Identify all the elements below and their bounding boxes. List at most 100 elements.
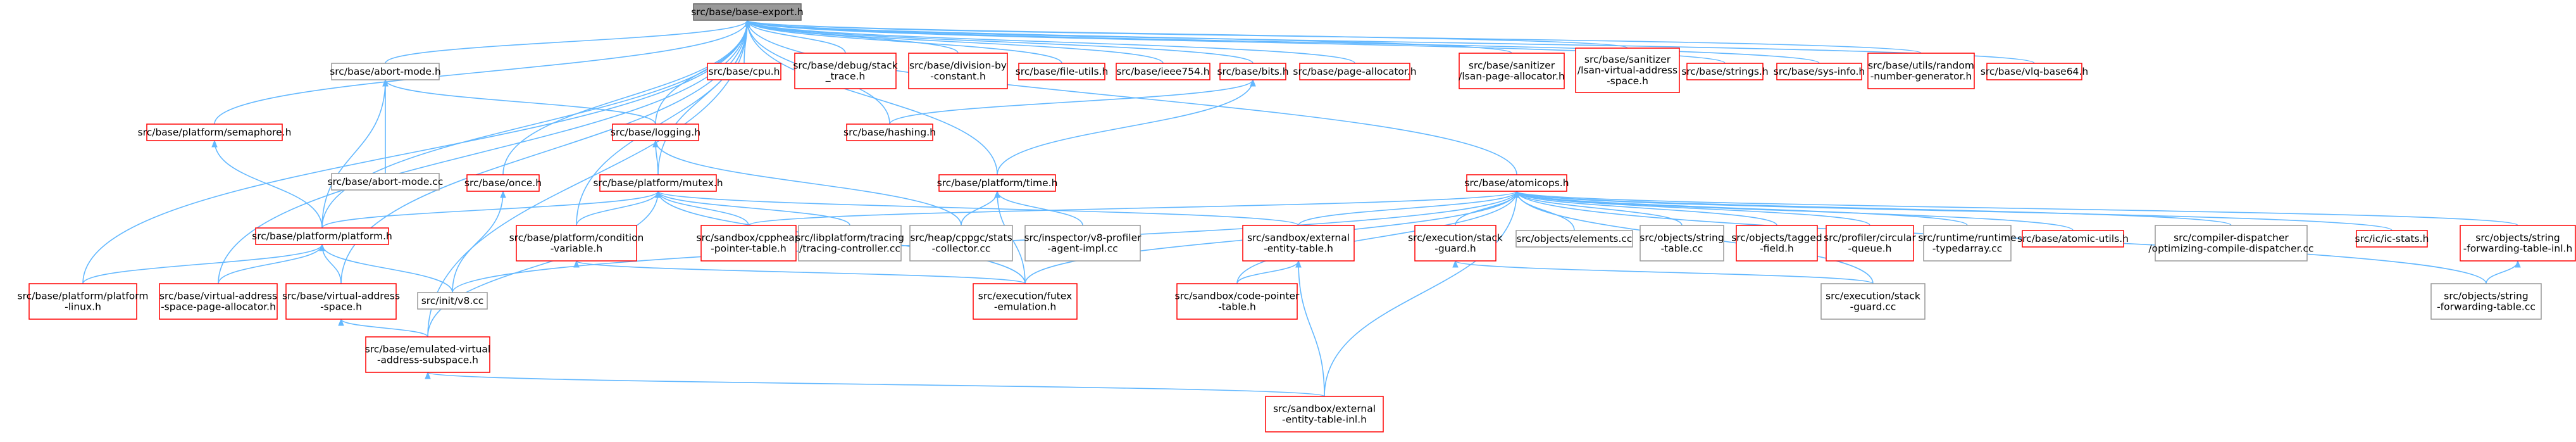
file-node-label: src/base/division-by <box>909 60 1007 72</box>
file-node[interactable]: src/base/platform/time.h <box>937 174 1058 192</box>
file-node[interactable]: src/base/virtual-address-space.h <box>282 283 400 320</box>
file-node[interactable]: src/execution/futex-emulation.h <box>973 283 1078 320</box>
file-node[interactable]: src/base/once.h <box>464 174 542 192</box>
file-node-label: src/base/platform/semaphore.h <box>138 127 292 138</box>
file-node[interactable]: src/base/sanitizer/lsan-page-allocator.h <box>1459 53 1565 89</box>
file-node[interactable]: src/base/cpu.h <box>707 63 781 80</box>
file-node[interactable]: src/base/platform/platform.h <box>252 227 392 245</box>
file-node-label: -guard.cc <box>1850 301 1896 313</box>
file-node-label: src/base/atomic-utils.h <box>2017 233 2129 244</box>
dependency-edge <box>1236 260 1302 284</box>
file-node-label: src/base/platform/condition <box>509 232 644 244</box>
file-node[interactable]: src/base/emulated-virtual-address-subspa… <box>365 336 490 373</box>
file-node-label: src/execution/stack <box>1408 232 1503 244</box>
dependency-edge <box>1514 190 2392 231</box>
file-node-label: -space.h <box>1607 75 1648 87</box>
file-node-label: src/sandbox/external <box>1273 403 1376 415</box>
file-node-label: -forwarding-table-inl.h <box>2463 243 2573 255</box>
file-node[interactable]: src/base/hashing.h <box>843 123 936 141</box>
file-node[interactable]: src/ic/ic-stats.h <box>2355 230 2429 248</box>
file-node[interactable]: src/base/debug/stack_trace.h <box>793 53 898 89</box>
file-node-label: /tracing-controller.cc <box>799 243 900 255</box>
file-node-label: /lsan-page-allocator.h <box>1459 71 1565 82</box>
file-node[interactable]: src/heap/cppgc/stats-collector.cc <box>909 225 1013 262</box>
dependency-edge <box>338 318 428 338</box>
file-node-label: src/objects/tagged <box>1731 232 1822 244</box>
file-node[interactable]: src/base/file-utils.h <box>1016 63 1109 80</box>
file-node-label: src/base/sanitizer <box>1584 54 1671 65</box>
file-node-label: -table.h <box>1218 301 1256 313</box>
file-node-label: src/base/ieee754.h <box>1116 66 1209 77</box>
file-node[interactable]: src/base/ieee754.h <box>1116 63 1210 80</box>
file-node[interactable]: src/execution/stack-guard.h <box>1408 225 1503 262</box>
file-node-label: src/objects/string <box>2444 291 2528 302</box>
file-node[interactable]: src/objects/elements.cc <box>1515 230 1633 248</box>
file-node-label: src/base/utils/random <box>1868 60 1974 72</box>
dependency-edge <box>655 190 749 226</box>
file-node[interactable]: src/objects/string-forwarding-table-inl.… <box>2460 225 2576 262</box>
file-node[interactable]: src/base/logging.h <box>611 123 700 141</box>
file-node[interactable]: src/runtime/runtime-typedarray.cc <box>1918 225 2017 262</box>
file-node[interactable]: src/base/vlq-base64.h <box>1981 63 2088 80</box>
file-node[interactable]: src/base/utils/random-number-generator.h <box>1867 53 1975 89</box>
file-node[interactable]: src/base/atomicops.h <box>1464 174 1569 192</box>
file-node[interactable]: src/inspector/v8-profiler-agent-impl.cc <box>1024 225 1142 262</box>
dependency-edge <box>321 79 389 229</box>
file-node-label: -constant.h <box>930 71 986 82</box>
file-node[interactable]: src/execution/stack-guard.cc <box>1820 283 1926 320</box>
file-node[interactable]: src/base/abort-mode.cc <box>328 173 444 191</box>
file-node-label: src/base/platform/platform <box>18 291 149 302</box>
dependency-edge <box>1324 190 1520 397</box>
file-node[interactable]: src/objects/string-table.cc <box>1640 225 1724 262</box>
file-node[interactable]: src/objects/string-forwarding-table.cc <box>2430 283 2542 320</box>
dependency-edge <box>218 243 325 284</box>
file-node-label: -entity-table.h <box>1264 243 1333 255</box>
file-node[interactable]: src/base/division-by-constant.h <box>908 53 1008 89</box>
file-node[interactable]: src/compiler-dispatcher/optimizing-compi… <box>2148 225 2314 262</box>
file-node[interactable]: src/base/strings.h <box>1681 63 1769 80</box>
file-node-label: src/base/emulated-virtual <box>365 344 490 355</box>
dependency-edge <box>382 79 389 174</box>
dependency-edge <box>382 79 656 125</box>
dependency-edge <box>2486 260 2521 284</box>
dependency-edge <box>1295 260 1325 397</box>
file-node-label: -variable.h <box>551 243 602 255</box>
dependency-edge <box>652 139 962 226</box>
file-node-label: src/compiler-dispatcher <box>2174 232 2289 244</box>
file-node-label: -typedarray.cc <box>1932 243 2002 255</box>
file-node-label: src/base/sanitizer <box>1469 60 1555 72</box>
file-node[interactable]: src/libplatform/tracing/tracing-controll… <box>795 225 904 262</box>
file-node-label: src/base/sys-info.h <box>1774 66 1865 77</box>
file-node[interactable]: src/base/platform/condition-variable.h <box>509 225 644 262</box>
graph-nodes: src/base/base-export.h src/base/abort-mod… <box>18 3 2576 433</box>
file-node[interactable]: src/base/platform/mutex.h <box>593 174 723 192</box>
file-node-label: src/base/cpu.h <box>709 66 780 77</box>
file-node[interactable]: src/base/platform/platform-linux.h <box>18 283 149 320</box>
dependency-edge <box>82 243 325 284</box>
file-node-label: src/runtime/runtime <box>1918 232 2016 244</box>
file-node[interactable]: src/base/virtual-address-space-page-allo… <box>159 283 278 320</box>
file-node[interactable]: src/base/platform/semaphore.h <box>138 123 292 141</box>
file-node-label: src/base/abort-mode.h <box>330 66 441 77</box>
file-node-label: -space-page-allocator.h <box>161 301 276 313</box>
file-node-label: -collector.cc <box>932 243 991 255</box>
dependency-edge <box>425 371 1325 397</box>
file-node[interactable]: src/base/page-allocator.h <box>1293 63 1417 80</box>
dependency-edge <box>994 190 1083 226</box>
file-node-label: -entity-table-inl.h <box>1282 414 1367 426</box>
file-node[interactable]: src/base/sys-info.h <box>1774 63 1865 80</box>
file-node-label: src/base/file-utils.h <box>1016 66 1109 77</box>
file-node[interactable]: src/objects/tagged-field.h <box>1731 225 1822 262</box>
file-node[interactable]: src/sandbox/external-entity-table-inl.h <box>1265 396 1384 433</box>
file-node[interactable]: src/sandbox/code-pointer-table.h <box>1175 283 1300 320</box>
file-node[interactable]: src/base/abort-mode.h <box>330 63 441 80</box>
file-node[interactable]: src/sandbox/cppheap-pointer-table.h <box>696 225 801 262</box>
dependency-edge <box>214 19 750 125</box>
file-node[interactable]: src/base/atomic-utils.h <box>2017 230 2129 248</box>
file-node[interactable]: src/init/v8.cc <box>417 292 488 310</box>
file-node[interactable]: src/sandbox/external-entity-table.h <box>1242 225 1355 262</box>
file-node[interactable]: src/base/bits.h <box>1217 63 1289 80</box>
file-node[interactable]: src/base/sanitizer/lsan-virtual-address-… <box>1575 47 1680 93</box>
file-node[interactable]: src/profiler/circular-queue.h <box>1824 225 1917 262</box>
file-node[interactable]: src/base/base-export.h <box>691 3 804 21</box>
